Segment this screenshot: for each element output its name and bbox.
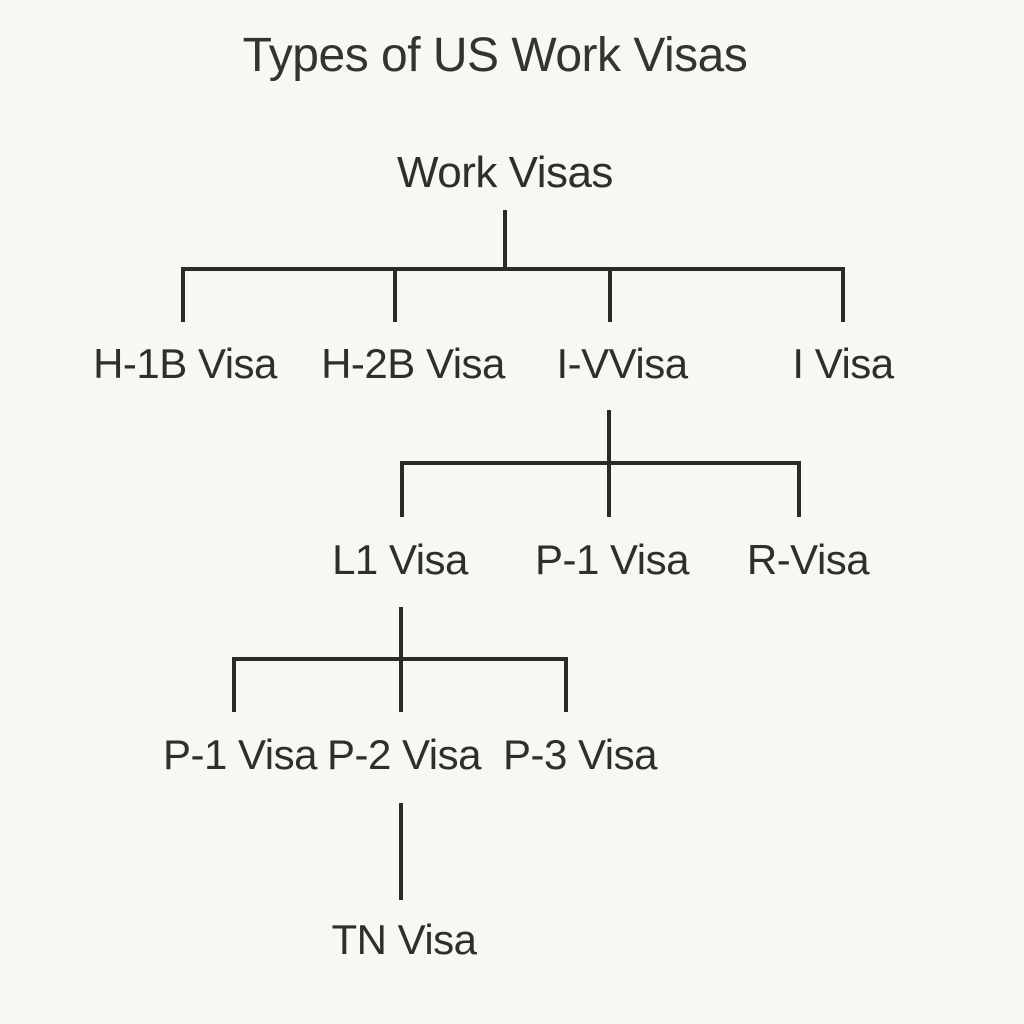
connector-p2-stem	[399, 803, 403, 900]
node-p2-visa: P-2 Visa	[327, 731, 481, 778]
connector-root-stem	[503, 210, 507, 269]
node-i-visa: I Visa	[792, 340, 894, 387]
node-work-visas: Work Visas	[397, 148, 613, 197]
node-r-visa: R-Visa	[746, 536, 870, 583]
connector-drop-l1	[400, 461, 404, 517]
diagram-title: Types of US Work Visas	[242, 29, 748, 82]
connector-drop-ivvisa	[608, 267, 612, 322]
connector-drop-rvisa	[797, 461, 801, 517]
connector-drop-ivisa	[841, 267, 845, 322]
connector-drop-p1	[232, 657, 236, 712]
node-p3-visa: P-3 Visa	[503, 731, 657, 778]
connector-drop-h2b	[393, 267, 397, 322]
connector-drop-p3	[564, 657, 568, 712]
node-h2b-visa: H-2B Visa	[321, 340, 505, 387]
connector-drop-h1b	[181, 267, 185, 322]
node-p1-visa-mid: P-1 Visa	[535, 536, 689, 583]
node-l1-visa: L1 Visa	[332, 536, 468, 583]
connector-level1-bar	[181, 267, 845, 271]
node-tn-visa: TN Visa	[331, 916, 477, 963]
node-ivvisa: I-VVisa	[556, 340, 688, 387]
connector-level2-bar	[400, 461, 801, 465]
node-h1b-visa: H-1B Visa	[93, 340, 277, 387]
node-p1-visa-low: P-1 Visa	[163, 731, 317, 778]
connector-level3-bar	[232, 657, 568, 661]
